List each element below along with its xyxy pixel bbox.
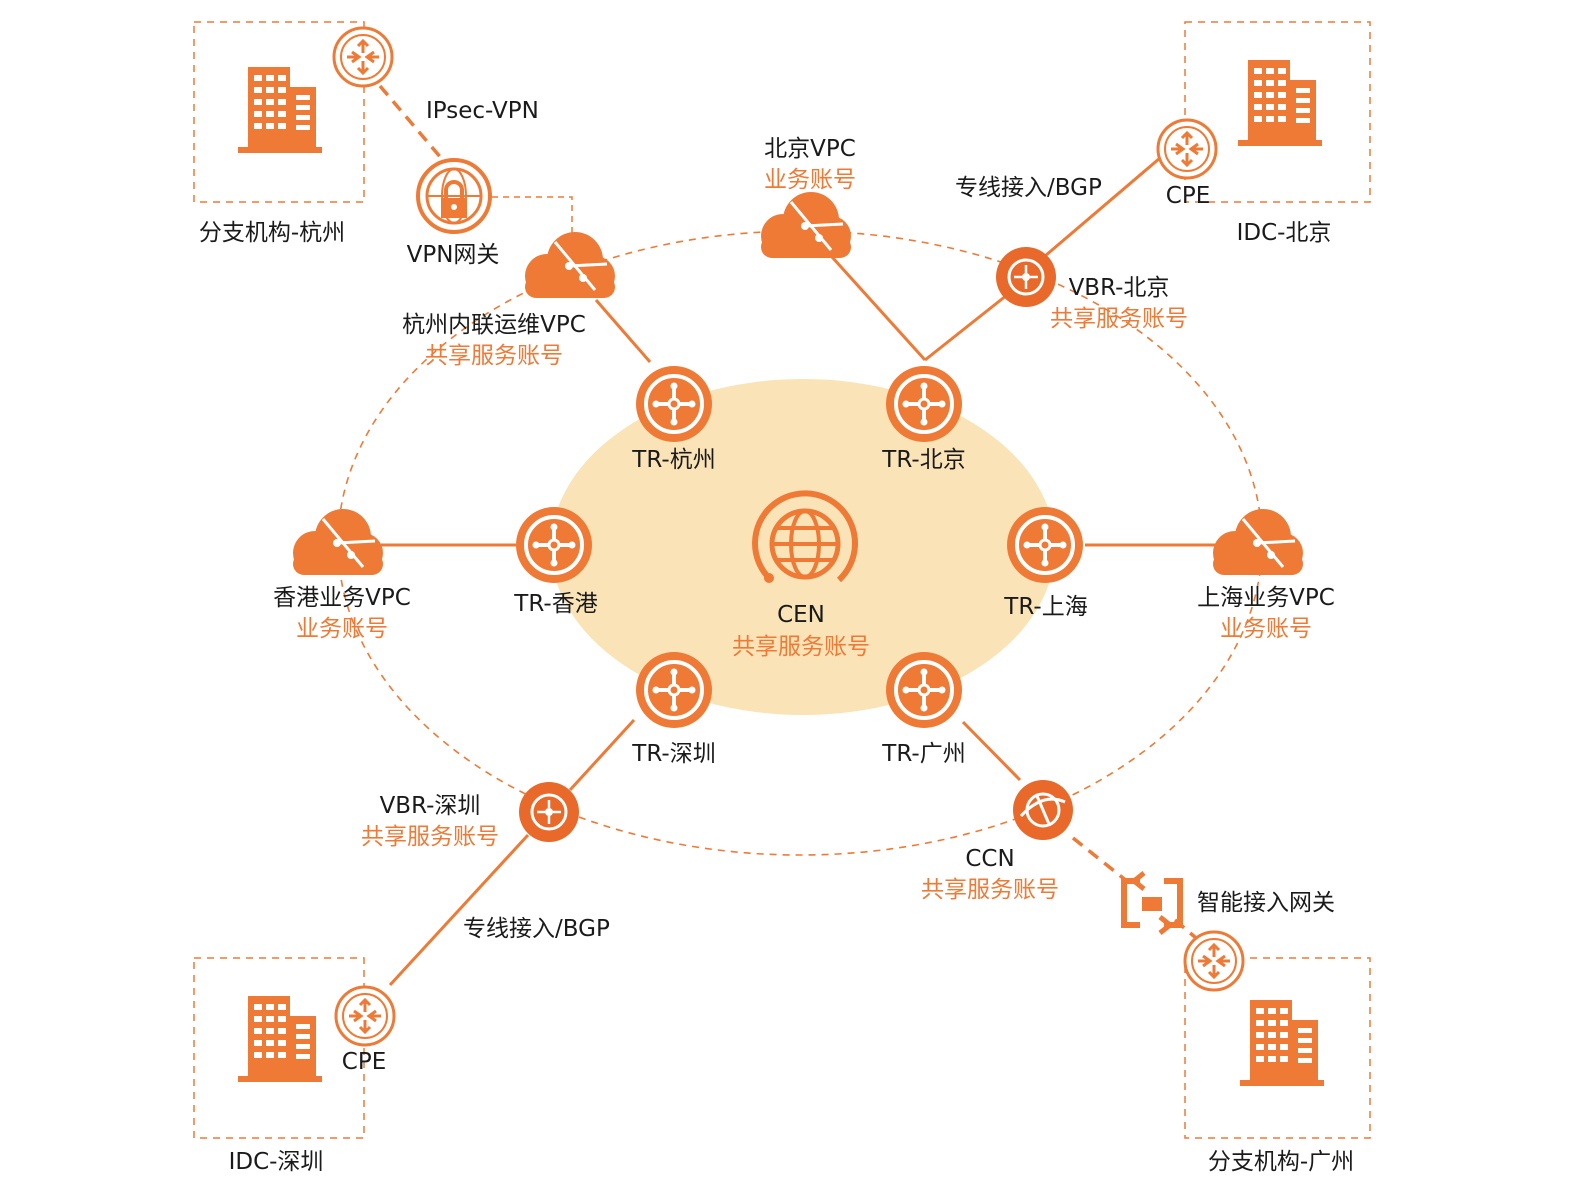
vbr-beijing-label: VBR-北京 共享服务账号 bbox=[1050, 274, 1188, 333]
vbr-shenzhen-icon[interactable] bbox=[519, 782, 579, 842]
cen-label: CEN 共享服务账号 bbox=[732, 601, 870, 661]
vbr-shenzhen-name: VBR-深圳 bbox=[379, 793, 481, 819]
vpc-beijing-name: 北京VPC bbox=[764, 136, 856, 162]
tr-shenzhen-icon[interactable] bbox=[634, 650, 714, 730]
tr-shanghai-label: TR-上海 bbox=[1004, 594, 1088, 620]
vpc-hangzhou-cloud-icon[interactable] bbox=[523, 230, 617, 300]
tr-guangzhou-label: TR-广州 bbox=[882, 741, 966, 767]
building-idc-beijing-icon bbox=[1238, 60, 1322, 146]
smart-gateway-icon[interactable] bbox=[1121, 871, 1183, 935]
cen-name: CEN bbox=[777, 602, 825, 628]
vpc-beijing-label: 北京VPC 业务账号 bbox=[764, 135, 856, 194]
link-vpn-gateway-vpc bbox=[492, 196, 573, 235]
vpc-hongkong-name: 香港业务VPC bbox=[273, 585, 411, 611]
ccn-label: CCN 共享服务账号 bbox=[921, 845, 1059, 904]
site-box-branch-guangzhou bbox=[1184, 957, 1371, 1139]
router-branch-guangzhou-icon[interactable] bbox=[1183, 930, 1245, 992]
vbr-shenzhen-account: 共享服务账号 bbox=[361, 824, 499, 850]
site-box-idc-shenzhen bbox=[193, 957, 365, 1139]
link-vbr-cpe-shenzhen bbox=[388, 833, 530, 987]
vbr-beijing-name: VBR-北京 bbox=[1068, 275, 1170, 301]
vpc-hangzhou-name: 杭州内联运维VPC bbox=[402, 312, 586, 338]
tr-hongkong-icon[interactable] bbox=[514, 505, 594, 585]
link-ipsec-vpn bbox=[378, 84, 449, 167]
link-tr-guangzhou-ccn bbox=[961, 720, 1022, 782]
building-branch-guangzhou-icon bbox=[1240, 1000, 1324, 1086]
cpe-shenzhen-icon[interactable] bbox=[334, 985, 396, 1047]
vpc-beijing-account: 业务账号 bbox=[764, 167, 856, 193]
tr-beijing-label: TR-北京 bbox=[882, 447, 966, 473]
vpc-shanghai-name: 上海业务VPC bbox=[1197, 585, 1335, 611]
vpc-hangzhou-label: 杭州内联运维VPC 共享服务账号 bbox=[402, 311, 586, 370]
vbr-beijing-account: 共享服务账号 bbox=[1050, 306, 1188, 332]
link-tr-hangzhou-vpc bbox=[594, 299, 652, 363]
dedicated-line-shenzhen-label: 专线接入/BGP bbox=[463, 916, 610, 942]
smart-gateway-label: 智能接入网关 bbox=[1197, 890, 1335, 916]
site-box-idc-beijing bbox=[1184, 21, 1371, 203]
link-tr-beijing-vbr bbox=[924, 293, 1008, 362]
tr-hangzhou-label: TR-杭州 bbox=[632, 447, 716, 473]
vbr-shenzhen-label: VBR-深圳 共享服务账号 bbox=[361, 792, 499, 851]
vpn-gateway-icon[interactable] bbox=[416, 158, 492, 234]
vpn-gateway-label: VPN网关 bbox=[406, 242, 500, 268]
site-branch-hangzhou-label: 分支机构-杭州 bbox=[198, 220, 346, 246]
vpc-beijing-cloud-icon[interactable] bbox=[759, 190, 853, 260]
ccn-account: 共享服务账号 bbox=[921, 877, 1059, 903]
link-tr-shenzhen-vbr bbox=[568, 718, 636, 792]
vpc-hongkong-cloud-icon[interactable] bbox=[291, 507, 385, 577]
site-idc-shenzhen-label: IDC-深圳 bbox=[228, 1149, 324, 1175]
cpe-beijing-label: CPE bbox=[1165, 183, 1211, 209]
building-branch-hangzhou-icon bbox=[238, 67, 322, 153]
tr-beijing-icon[interactable] bbox=[884, 364, 964, 444]
cen-account: 共享服务账号 bbox=[732, 634, 870, 660]
vpc-shanghai-account: 业务账号 bbox=[1219, 616, 1312, 642]
tr-guangzhou-icon[interactable] bbox=[884, 650, 964, 730]
vpc-hongkong-account: 业务账号 bbox=[295, 616, 388, 642]
vpc-hangzhou-account: 共享服务账号 bbox=[424, 343, 563, 369]
router-branch-hangzhou-icon[interactable] bbox=[332, 26, 394, 88]
site-branch-guangzhou-label: 分支机构-广州 bbox=[1207, 1149, 1355, 1175]
link-tr-beijing-vpc bbox=[821, 245, 927, 362]
cpe-beijing-icon[interactable] bbox=[1156, 118, 1218, 180]
link-vbr-cpe-beijing bbox=[1044, 156, 1161, 258]
tr-hangzhou-icon[interactable] bbox=[634, 364, 714, 444]
site-box-branch-hangzhou bbox=[193, 21, 365, 203]
vpc-shanghai-label: 上海业务VPC 业务账号 bbox=[1197, 584, 1335, 643]
tr-shenzhen-label: TR-深圳 bbox=[632, 741, 716, 767]
dedicated-line-beijing-label: 专线接入/BGP bbox=[955, 175, 1102, 201]
vpc-shanghai-cloud-icon[interactable] bbox=[1211, 507, 1305, 577]
cpe-shenzhen-label: CPE bbox=[341, 1049, 387, 1075]
tr-hongkong-label: TR-香港 bbox=[514, 591, 598, 617]
link-ccn-smart-gateway bbox=[1071, 836, 1130, 884]
building-idc-shenzhen-icon bbox=[238, 996, 322, 1082]
vpc-hongkong-label: 香港业务VPC 业务账号 bbox=[273, 584, 411, 643]
ccn-name: CCN bbox=[965, 846, 1015, 872]
ccn-icon[interactable] bbox=[1013, 780, 1073, 840]
cen-globe-icon[interactable] bbox=[752, 490, 859, 583]
tr-shanghai-icon[interactable] bbox=[1005, 505, 1085, 585]
cen-core-area bbox=[551, 379, 1055, 715]
site-idc-beijing-label: IDC-北京 bbox=[1236, 220, 1332, 246]
ipsec-vpn-label: IPsec-VPN bbox=[426, 98, 539, 124]
vbr-beijing-icon[interactable] bbox=[996, 247, 1056, 307]
